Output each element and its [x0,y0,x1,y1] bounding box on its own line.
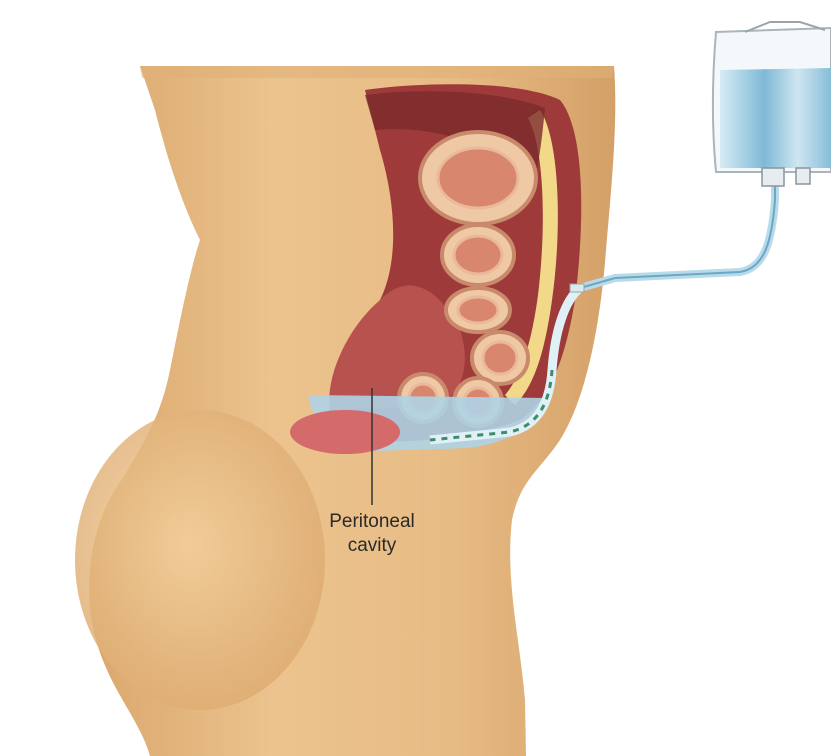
bladder [290,410,400,454]
intestine-lumen-4 [483,342,517,374]
dialysate-bag [713,22,831,186]
catheter-cuff [570,284,584,292]
bag-fluid [720,68,831,168]
bag-port-1 [762,168,784,186]
buttock [75,410,325,710]
intestine-lumen-3 [458,297,498,323]
label-line-2: cavity [262,534,482,558]
peritoneal-cavity-label: Peritoneal cavity [262,510,482,558]
torso-top-edge [140,66,614,78]
label-line-1: Peritoneal [262,510,482,534]
intestine-lumen-1 [438,148,518,208]
bag-port-2 [796,168,810,184]
intestine-lumen-2 [454,236,502,274]
